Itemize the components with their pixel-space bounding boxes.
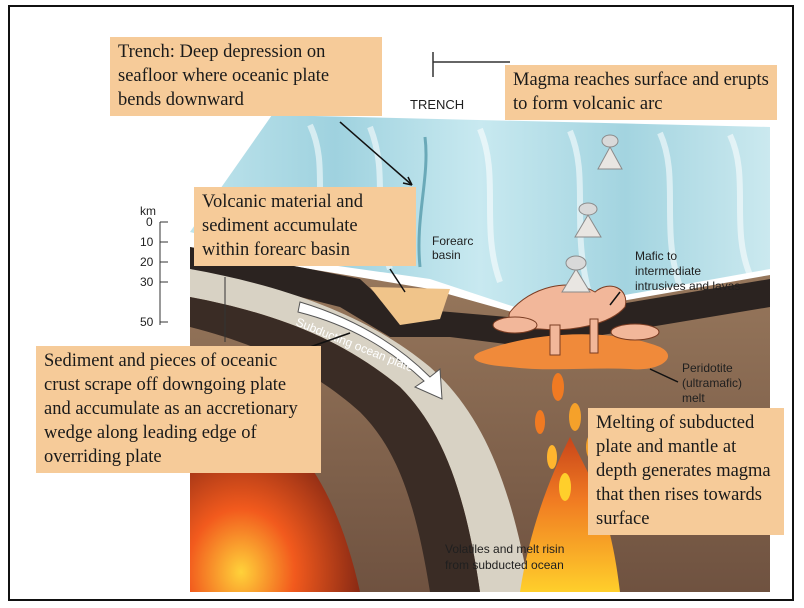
forearc-basin-label-1: Forearc [432,234,473,248]
volatiles-label-2: from subducted ocean [445,558,564,572]
km-tick-10: 10 [140,235,154,249]
mafic-label-1: Mafic to [635,249,677,263]
magma-chamber [474,334,669,370]
km-tick-20: 20 [140,255,154,269]
pointer-lines [309,121,679,383]
peridotite-label-1: Peridotite [682,361,733,375]
km-unit-label: km [140,204,156,218]
peridotite-label-2: (ultramafic) [682,376,742,390]
callout-trench: Trench: Deep depression on seafloor wher… [110,37,382,116]
figure-frame: km 0 10 20 30 50 TRENCH Forearc basin Ma… [8,5,794,601]
km-tick-30: 30 [140,275,154,289]
depth-scale [159,221,226,342]
forearc-basin-label-2: basin [432,248,461,262]
volcano-icons [561,134,623,293]
mafic-label-3: intrusives and lavas [635,279,740,293]
callout-magma: Magma reaches surface and erupts to form… [505,65,777,120]
peridotite-label-3: melt [682,391,705,405]
volatiles-label-1: Volatiles and melt risin [445,542,564,556]
callout-sediment: Sediment and pieces of oceanic crust scr… [36,346,321,473]
mafic-intrusion [492,284,660,356]
km-tick-0: 0 [146,215,153,229]
mafic-label-2: intermediate [635,264,701,278]
trench-crease [417,136,428,268]
subduction-arrow [297,301,443,400]
forearc-basin-fill [370,287,450,325]
callout-melting: Melting of subducted plate and mantle at… [588,408,784,535]
km-tick-50: 50 [140,315,154,329]
callout-forearc: Volcanic material and sediment accumulat… [194,187,416,266]
overriding-crust [190,247,770,347]
trench-label: TRENCH [410,97,464,112]
